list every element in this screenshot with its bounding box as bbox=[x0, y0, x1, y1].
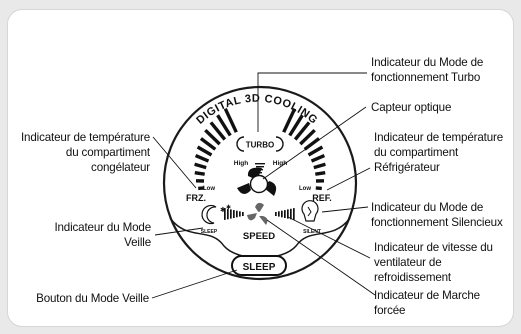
temperature-bar-segment bbox=[299, 128, 316, 146]
speed-bar bbox=[239, 211, 241, 217]
high-right-label: High bbox=[273, 160, 287, 167]
callout-turbo: Indicateur du Mode de fonctionnement Tur… bbox=[371, 56, 484, 85]
frz-label: FRZ. bbox=[186, 193, 206, 203]
temperature-bar-segment bbox=[198, 186, 205, 191]
low-right-label: Low bbox=[299, 186, 311, 192]
speed-bar bbox=[236, 210, 238, 218]
sleep-icon-label: SLEEP bbox=[201, 229, 218, 235]
sleep-button-leader bbox=[151, 269, 238, 299]
ref-label: REF. bbox=[312, 193, 332, 203]
temperature-bar-gauges bbox=[194, 107, 326, 191]
temperature-bar-segment bbox=[196, 145, 213, 157]
speed-bar bbox=[287, 209, 289, 219]
speed-bar bbox=[233, 210, 235, 218]
sleep-button-shape[interactable] bbox=[231, 255, 287, 276]
temperature-bar-segment bbox=[313, 162, 326, 170]
speed-label: SPEED bbox=[243, 231, 275, 242]
fan-speed-leader bbox=[287, 216, 371, 259]
callout-forced-run: Indicateur de Marche forcée bbox=[374, 289, 480, 318]
temperature-bar-segment bbox=[288, 114, 304, 137]
temperature-bar-segment bbox=[223, 107, 238, 133]
star-icon: ✱ bbox=[220, 206, 226, 214]
optical-sensor bbox=[249, 174, 269, 194]
temperature-bar-segment bbox=[199, 137, 217, 151]
temperature-bar-segment bbox=[204, 128, 221, 146]
callout-silent: Indicateur du Mode de fonctionnement Sil… bbox=[371, 201, 503, 230]
callout-fridge-temp: Indicateur de température du compartimen… bbox=[374, 131, 504, 175]
speed-bar bbox=[284, 210, 286, 218]
callout-sleep-indicator: Indicateur du Mode Veille bbox=[54, 221, 151, 250]
fridge-temp-leader bbox=[326, 167, 371, 191]
speed-bar bbox=[242, 212, 244, 216]
sleep-button-label[interactable]: SLEEP bbox=[243, 262, 276, 273]
speed-bar bbox=[275, 212, 277, 216]
forced-run-leader bbox=[266, 219, 376, 296]
speed-bar bbox=[290, 208, 292, 220]
speed-bar bbox=[230, 209, 232, 219]
temperature-bar-segment bbox=[315, 171, 326, 176]
temperature-bar-segment bbox=[209, 121, 227, 141]
silent-indicator-icon: SILENT bbox=[301, 200, 321, 235]
low-left-label: Low bbox=[203, 186, 215, 192]
optical-sensor-leader bbox=[262, 106, 367, 180]
temperature-bar-segment bbox=[216, 114, 232, 137]
leader-lines bbox=[151, 72, 376, 299]
silent-icon-label: SILENT bbox=[303, 229, 321, 235]
temperature-bar-segment bbox=[194, 162, 207, 170]
fan-icon bbox=[237, 167, 277, 196]
speed-bar bbox=[293, 208, 295, 220]
turbo-leader bbox=[257, 72, 367, 132]
speed-bar bbox=[278, 211, 280, 217]
speed-bars-left bbox=[224, 208, 244, 220]
callout-optical-sensor: Capteur optique bbox=[371, 101, 452, 114]
sleep-indicator-leader bbox=[154, 227, 204, 236]
speed-bar bbox=[281, 210, 283, 218]
callout-freezer-temp: Indicateur de température du compartimen… bbox=[20, 131, 150, 175]
silent-leader bbox=[321, 206, 369, 213]
high-left-label: High bbox=[234, 160, 248, 167]
callout-fan-speed: Indicateur de vitesse du ventilateur de … bbox=[374, 241, 493, 285]
speed-bars-right bbox=[275, 208, 295, 220]
star-icon: ✱ bbox=[226, 204, 231, 211]
temperature-bar-segment bbox=[293, 121, 311, 141]
small-fan-icon bbox=[247, 202, 268, 225]
freezer-temp-leader bbox=[152, 136, 197, 189]
turbo-indicator: TURBO bbox=[236, 136, 284, 152]
sleep-indicator-icon: ✱ ✱ SLEEP bbox=[201, 204, 231, 235]
temperature-bar-segment bbox=[315, 186, 322, 191]
temperature-bar-segment bbox=[282, 107, 297, 133]
callout-sleep-button: Bouton du Mode Veille bbox=[36, 292, 149, 305]
temperature-bar-segment bbox=[307, 145, 324, 157]
temperature-bar-segment bbox=[194, 171, 205, 176]
temperature-bar-segment bbox=[303, 137, 321, 151]
speed-bar bbox=[227, 208, 229, 220]
temperature-bar-segment bbox=[310, 154, 326, 163]
temperature-bar-segment bbox=[194, 154, 210, 163]
turbo-label: TURBO bbox=[246, 141, 274, 150]
speed-bar bbox=[224, 208, 226, 220]
